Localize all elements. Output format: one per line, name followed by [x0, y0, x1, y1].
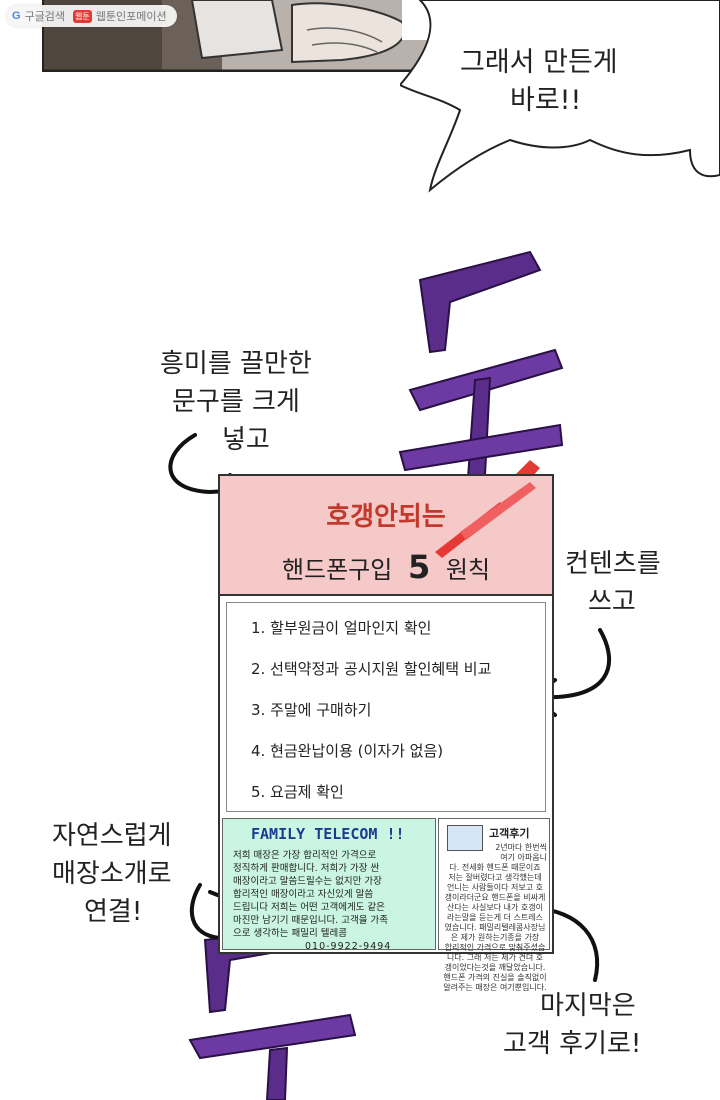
- chip-badge: 웹툰: [73, 9, 92, 23]
- tip-item-4: 4. 현금완납이용 (이자가 없음): [251, 742, 444, 760]
- store-description: 저희 매장은 가장 합리적인 가격으로 정직하게 판매합니다. 저희가 가장 싼…: [233, 849, 391, 953]
- headline-2-number: 5: [407, 548, 431, 586]
- review-line: 언니는 사람들이다 저보고 호: [447, 883, 543, 892]
- chip-search-text: 구글검색: [24, 10, 66, 23]
- bubble-line-1: 그래서 만든게: [460, 47, 618, 78]
- caption-content-line-2: 쓰고: [588, 587, 636, 617]
- review-line: 였습니다. 패밀리텔레콤사장님: [444, 923, 546, 932]
- speech-bubble: [400, 0, 720, 193]
- store-line: 매장이라고 말씀드릴수는 없지만 가장: [233, 876, 382, 887]
- caption-hook-line-1: 흥미를 끌만한: [160, 349, 312, 379]
- customer-review-box: 고객후기 2년마다 한번씩 여기 아파옵니 다. 전세화 핸드폰 때문이죠 저는…: [438, 818, 550, 992]
- review-line: 은 제가 원하는기종을 가장: [450, 933, 540, 942]
- review-line: 핸드폰 가격의 진실을 솔직없이: [443, 973, 547, 982]
- store-line: 합리적인 매장이라고 자신있게 말씀: [233, 889, 374, 900]
- caption-store-line-3: 연결!: [84, 897, 143, 927]
- bubble-line-2: 바로!!: [510, 85, 582, 116]
- review-line: 합리적인 가격으로 맞춰주셨습: [444, 943, 546, 952]
- poster-header: 호갱안되는 핸드폰구입 5 원칙: [220, 476, 552, 596]
- headline-2-suffix: 원칙: [445, 556, 491, 584]
- store-phone: 010-9922-9494: [305, 941, 392, 952]
- review-title: 고객후기: [489, 827, 530, 840]
- review-line: 니다. 그래 저는 제가 견뎌 호: [446, 953, 544, 962]
- store-intro-box: FAMILY TELECOM !! 저희 매장은 가장 합리적인 가격으로 정직…: [222, 818, 436, 953]
- review-line: 라는말을 듣는게 더 스트레스: [447, 913, 543, 922]
- advertisement-poster: 호갱안되는 핸드폰구입 5 원칙 1. 할부원금이 얼마인지 확인 2. 선택약…: [218, 474, 554, 992]
- store-line: 드립니다 저희는 어떤 고객에게도 같은: [233, 902, 385, 913]
- caption-hook-line-3: 넣고: [222, 425, 270, 455]
- chip-site-text: 웹툰인포메이션: [95, 10, 167, 23]
- caption-content-line-1: 컨텐츠를: [565, 549, 661, 579]
- tip-item-1: 1. 할부원금이 얼마인지 확인: [251, 619, 432, 637]
- sfx-graphic-top: [398, 250, 564, 502]
- caption-review-line-1: 마지막은: [540, 991, 636, 1021]
- tips-list: 1. 할부원금이 얼마인지 확인 2. 선택약정과 공시지원 할인혜택 비교 3…: [226, 602, 546, 812]
- review-body: 다. 전세화 핸드폰 때문이죠 저는 잘버렸다고 생각했는데 언니는 사람들이다…: [442, 863, 548, 993]
- caption-hook-line-2: 문구를 크게: [172, 387, 300, 417]
- review-line: 여기 아파옵니: [500, 853, 547, 862]
- review-line: 2년마다 한번씩: [495, 843, 547, 852]
- review-line: 갱이었다는것을 깨달았습니다.: [444, 963, 546, 972]
- store-title: FAMILY TELECOM !!: [251, 825, 405, 843]
- poster-headline-2: 핸드폰구입 5 원칙: [220, 548, 552, 586]
- review-line: 알려주는 매장은 여기뿐입니다.: [443, 983, 547, 992]
- review-text: 2년마다 한번씩 여기 아파옵니: [443, 843, 547, 863]
- caption-store-line-1: 자연스럽게: [52, 821, 172, 851]
- tip-item-2: 2. 선택약정과 공시지원 할인혜택 비교: [251, 660, 492, 678]
- store-line: 으로 생각하는 패밀리 텔레콤: [233, 928, 347, 939]
- tip-item-3: 3. 주말에 구매하기: [251, 701, 372, 719]
- google-icon: G: [12, 10, 21, 22]
- caption-review-line-2: 고객 후기로!: [503, 1029, 642, 1059]
- slash-mark-icon: [435, 482, 536, 558]
- tip-item-5: 5. 요금제 확인: [251, 783, 344, 801]
- store-line: 마진만 남기기 때문입니다. 고객을 가족: [233, 915, 388, 926]
- review-line: 갱이라더군요 핸드폰을 비싸게: [444, 893, 546, 902]
- review-line: 저는 잘버렸다고 생각했는데: [448, 873, 542, 882]
- watermark-chip[interactable]: G 구글검색 웹툰 웹툰인포메이션: [6, 5, 177, 27]
- poster-headline-1: 호갱안되는: [326, 502, 446, 532]
- caption-store-line-2: 매장소개로: [52, 859, 172, 889]
- review-line: 다. 전세화 핸드폰 때문이죠: [449, 863, 541, 872]
- store-line: 정직하게 판매합니다. 저희가 가장 싼: [233, 863, 380, 874]
- store-line: 저희 매장은 가장 합리적인 가격으로: [233, 850, 377, 861]
- review-photo-icon: [447, 825, 483, 851]
- review-line: 산다는 사실보다 내가 호갱이: [447, 903, 543, 912]
- headline-2-prefix: 핸드폰구입: [281, 556, 393, 584]
